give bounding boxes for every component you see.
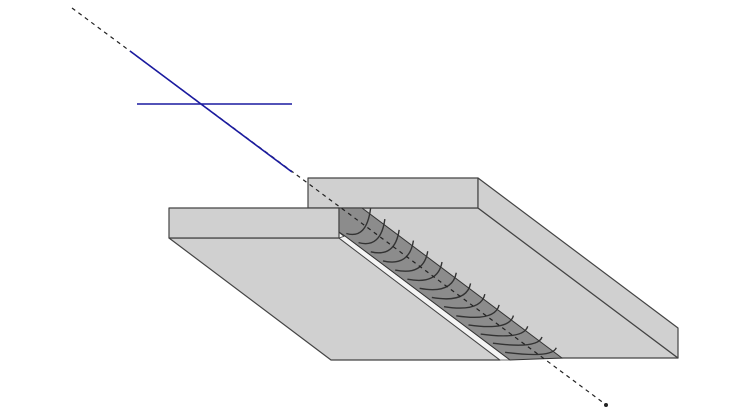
left-plate <box>168 207 501 361</box>
weld-ripple <box>382 240 415 263</box>
right-plate-side-face <box>477 177 679 359</box>
weld-ripple <box>505 347 557 356</box>
axis-end-point <box>604 403 608 407</box>
left-plate-front-face <box>168 207 340 239</box>
torch-line <box>129 50 293 173</box>
weld-ripple <box>480 325 529 337</box>
weld-ripple <box>419 272 457 291</box>
weld-ripple <box>370 229 400 254</box>
weld-bead <box>338 207 564 361</box>
weld-ripple <box>468 315 515 328</box>
weld-ripple <box>395 251 429 272</box>
weld-axis-dashed-line <box>71 7 606 405</box>
right-plate-back-face <box>307 177 479 209</box>
weld-ripple <box>431 283 472 300</box>
weld-ripple <box>346 208 372 236</box>
weld-ripple <box>407 261 443 282</box>
weld-ripple <box>456 304 500 319</box>
weld-ripple <box>492 336 543 346</box>
weld-ripple <box>358 219 386 245</box>
weld-ripple <box>443 293 486 309</box>
